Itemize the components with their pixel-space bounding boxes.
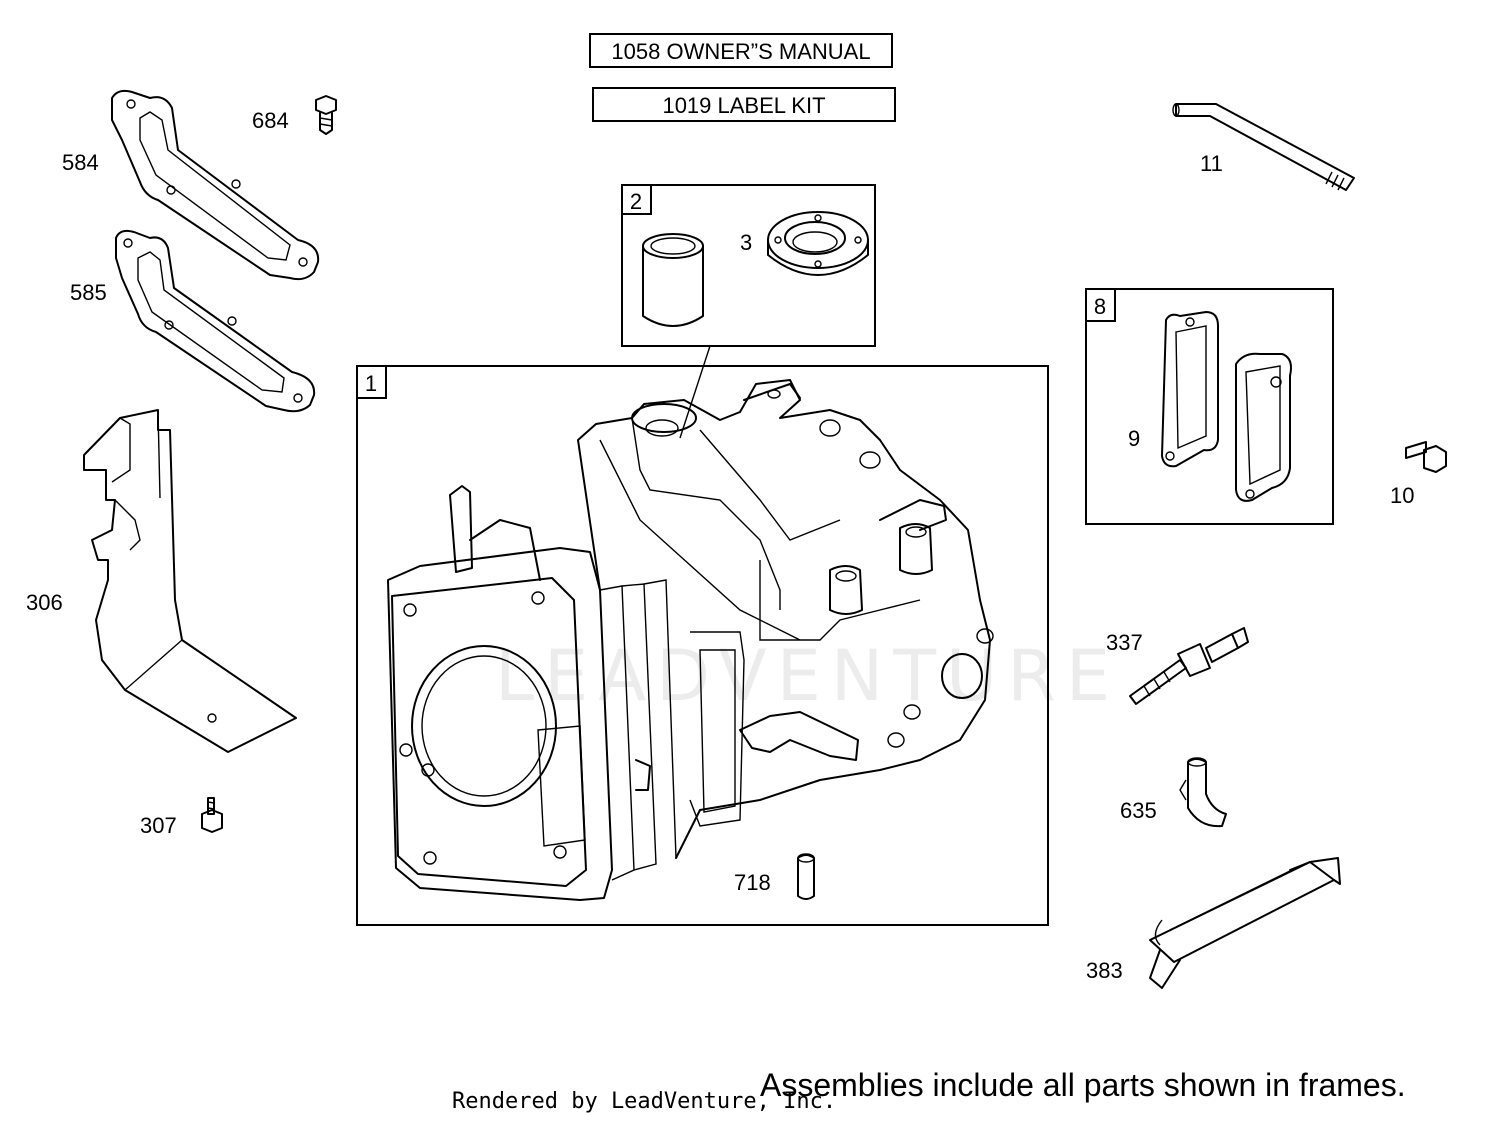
callout-307[interactable]: 307 xyxy=(140,813,177,838)
callout-306[interactable]: 306 xyxy=(26,590,63,615)
frame-1-number: 1 xyxy=(365,371,377,396)
callout-635[interactable]: 635 xyxy=(1120,798,1157,823)
rendered-by-credit: Rendered by LeadVenture, Inc. xyxy=(452,1089,836,1114)
assemblies-note: Assemblies include all parts shown in fr… xyxy=(760,1067,1406,1103)
breather-cover-part[interactable] xyxy=(1235,352,1292,502)
frame-2-number: 2 xyxy=(630,189,642,214)
label-kit-box[interactable]: 1019 LABEL KIT xyxy=(592,87,896,122)
bracket-306-part[interactable] xyxy=(83,409,297,753)
cylinder-block-part[interactable] xyxy=(387,379,994,901)
bolt-307-part[interactable] xyxy=(201,797,223,833)
owners-manual-label: 1058 OWNER”S MANUAL xyxy=(611,39,870,64)
tool-383-part[interactable] xyxy=(1149,857,1341,989)
bolt-684-part[interactable] xyxy=(315,95,337,135)
callout-585[interactable]: 585 xyxy=(70,280,107,305)
callout-337[interactable]: 337 xyxy=(1106,630,1143,655)
watermark: LEADVENTURE xyxy=(495,635,1120,717)
frame-8-number: 8 xyxy=(1094,294,1106,319)
callout-9[interactable]: 9 xyxy=(1128,426,1140,451)
dipstick-tube-11-part[interactable] xyxy=(1172,103,1355,191)
frame-8: 8 xyxy=(1085,288,1334,525)
callout-718[interactable]: 718 xyxy=(734,870,771,895)
callout-10[interactable]: 10 xyxy=(1390,483,1414,508)
callout-684[interactable]: 684 xyxy=(252,108,289,133)
gasket-9-part[interactable] xyxy=(1161,311,1219,468)
bushing-part[interactable] xyxy=(642,233,704,327)
callout-11[interactable]: 11 xyxy=(1200,151,1223,176)
bolt-10-part[interactable] xyxy=(1405,441,1447,473)
gasket-584-part[interactable] xyxy=(111,89,320,281)
callout-584[interactable]: 584 xyxy=(62,150,99,175)
elbow-635-part[interactable] xyxy=(1179,757,1227,828)
leader-line xyxy=(679,345,711,439)
frame-1: 1 xyxy=(356,365,1049,926)
seal-3-part[interactable] xyxy=(767,211,869,276)
label-kit-label: 1019 LABEL KIT xyxy=(662,93,825,118)
spark-plug-337-part[interactable] xyxy=(1129,627,1249,705)
dowel-pin-718-part[interactable] xyxy=(797,853,815,900)
frame-2: 2 xyxy=(621,184,876,347)
callout-383[interactable]: 383 xyxy=(1086,958,1123,983)
gasket-585-part[interactable] xyxy=(115,229,316,413)
owners-manual-box[interactable]: 1058 OWNER”S MANUAL xyxy=(589,33,893,68)
callout-3[interactable]: 3 xyxy=(740,230,752,255)
